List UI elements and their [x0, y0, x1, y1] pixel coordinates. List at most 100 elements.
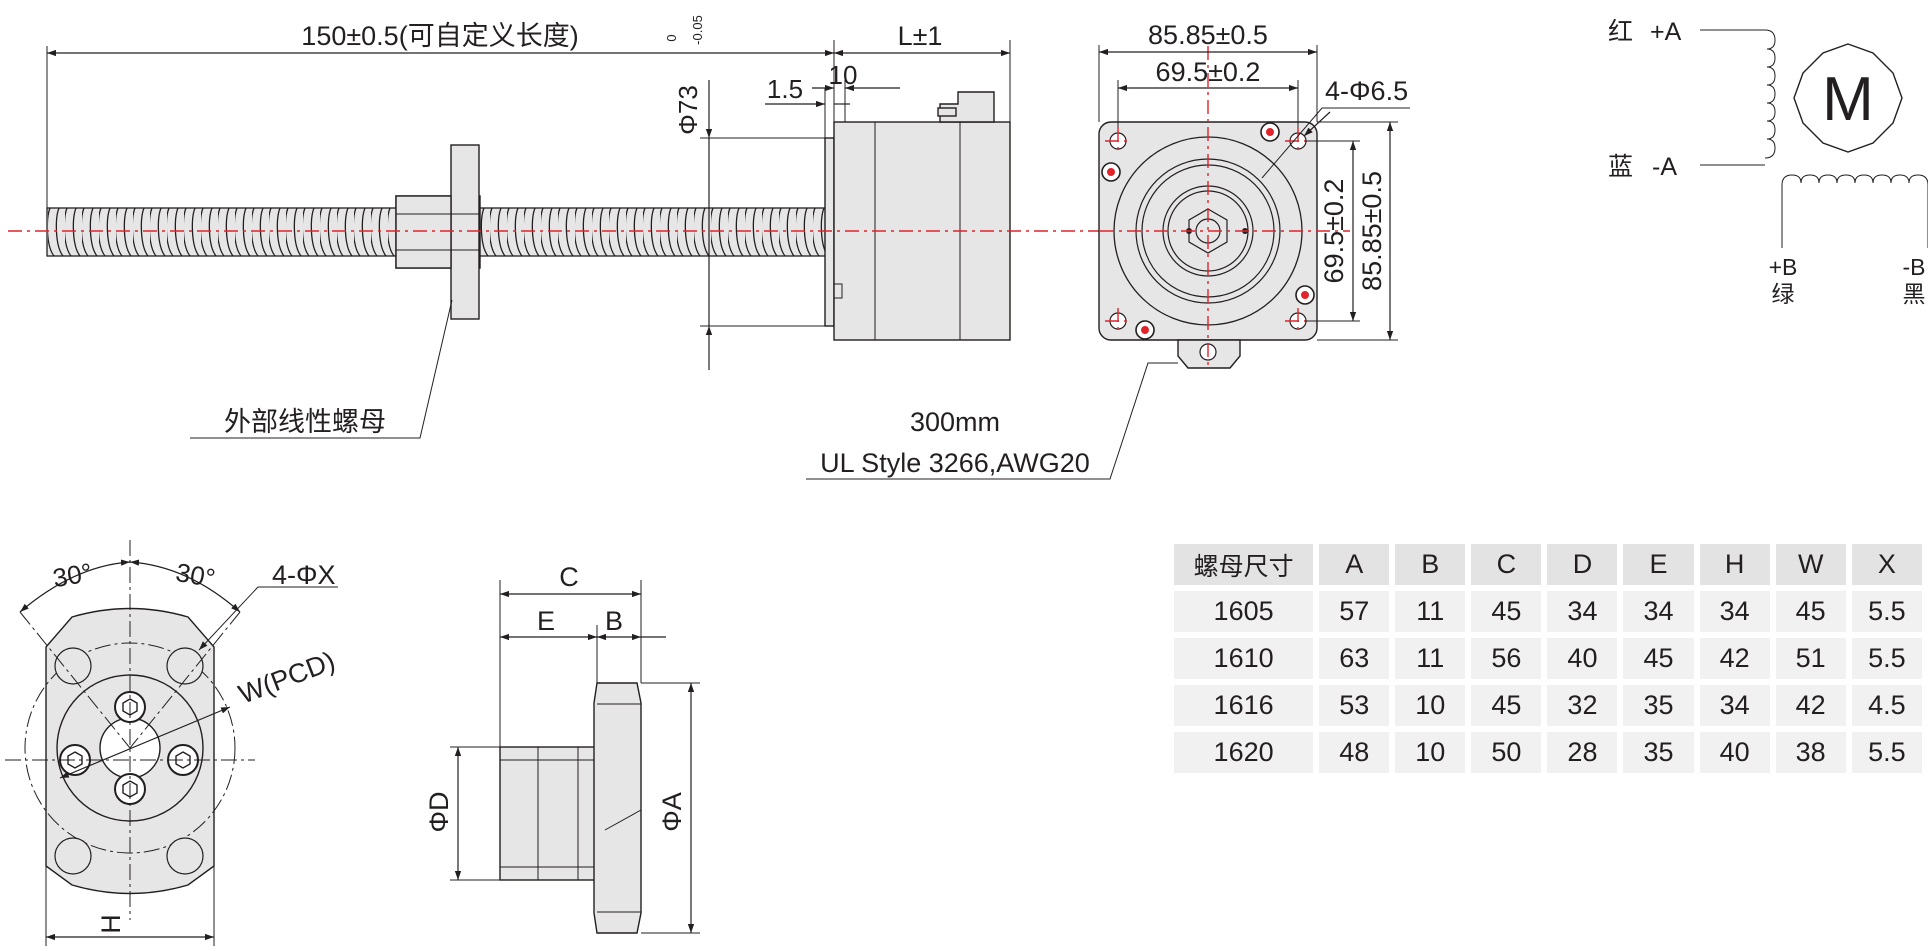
height-inner-text: 69.5±0.2 [1319, 179, 1349, 284]
nut-flange-side [593, 682, 642, 934]
table-cell: 34 [1547, 591, 1618, 632]
table-row: 1605 57 11 45 34 34 34 45 5.5 [1174, 591, 1922, 632]
table-cell: 38 [1775, 732, 1846, 773]
table-cell: 50 [1471, 732, 1542, 773]
nut-side-view: C E B ΦD ΦA [424, 562, 700, 934]
black-wire-label: 黑 [1903, 282, 1926, 308]
external-nut [395, 144, 481, 320]
table-cell: 56 [1471, 638, 1542, 679]
nut-leader [190, 299, 453, 439]
table-header-row: 螺母尺寸 A B C D E H W X [1174, 544, 1922, 585]
holes-text: 4-Φ6.5 [1325, 76, 1408, 106]
table-header-cell: H [1699, 544, 1770, 585]
table-header-cell: B [1395, 544, 1466, 585]
dim-1-5: 1.5 [767, 74, 803, 104]
table-cell: 5.5 [1851, 638, 1922, 679]
table-cell: 11 [1395, 638, 1466, 679]
width-outer-text: 85.85±0.5 [1148, 20, 1268, 50]
coil-b [1781, 174, 1928, 248]
table-header-cell: W [1775, 544, 1846, 585]
table-cell: 5.5 [1851, 732, 1922, 773]
blue-wire-pin: -A [1652, 153, 1677, 181]
nut-dimension-table: 螺母尺寸 A B C D E H W X 1605 57 11 45 34 34… [1168, 538, 1928, 779]
red-wire-pin: +A [1650, 18, 1682, 46]
table-row: 1616 53 10 45 32 35 34 42 4.5 [1174, 685, 1922, 726]
table-cell: 57 [1319, 591, 1390, 632]
dim-phi-d-text: ΦD [424, 791, 454, 832]
motor-length-dim-text: L±1 [898, 21, 943, 51]
table-row: 1620 48 10 50 28 35 40 38 5.5 [1174, 732, 1922, 773]
table-cell: 63 [1319, 638, 1390, 679]
table-header-cell: 螺母尺寸 [1174, 544, 1314, 585]
motor-boss [824, 137, 835, 327]
dim-c-text: C [559, 562, 579, 592]
nut-barrel [499, 746, 598, 881]
table-cell: 1620 [1174, 732, 1314, 773]
wiring-diagram: 红 +A 蓝 -A M +B 绿 -B 黑 [1608, 17, 1928, 308]
table-cell: 34 [1699, 591, 1770, 632]
front-view: 85.85±0.5 69.5±0.2 4-Φ6.5 69.5±0.2 85.85… [806, 20, 1410, 480]
height-h-text: H [96, 914, 126, 934]
green-wire-pin: +B [1769, 254, 1798, 280]
cable-spec-text: UL Style 3266,AWG20 [820, 448, 1090, 478]
table-cell: 4.5 [1851, 685, 1922, 726]
boss-tol-lower: -0.05 [690, 15, 705, 45]
nut-label: 外部线性螺母 [224, 407, 386, 438]
coil-a [1764, 29, 1776, 159]
dim-phi-a-text: ΦA [657, 792, 687, 832]
table-cell: 1610 [1174, 638, 1314, 679]
height-outer-text: 85.85±0.5 [1357, 171, 1387, 291]
dim-b-text: B [605, 606, 623, 636]
boss-tol-upper: 0 [664, 34, 679, 41]
blue-wire-label: 蓝 [1608, 152, 1633, 181]
dim-e-text: E [537, 606, 555, 636]
table-cell: 51 [1775, 638, 1846, 679]
cable-length-text: 300mm [910, 407, 1000, 437]
table-cell: 34 [1623, 591, 1694, 632]
table-header-cell: X [1851, 544, 1922, 585]
motor-body [833, 91, 1011, 341]
table-cell: 35 [1623, 685, 1694, 726]
table-cell: 28 [1547, 732, 1618, 773]
angle-right-text: 30° [174, 557, 218, 593]
table-header-cell: D [1547, 544, 1618, 585]
table-cell: 1605 [1174, 591, 1314, 632]
table-cell: 45 [1471, 591, 1542, 632]
table-cell: 5.5 [1851, 591, 1922, 632]
motor-symbol-text: M [1822, 65, 1874, 134]
motor-symbol [1793, 43, 1903, 153]
table-cell: 45 [1471, 685, 1542, 726]
nut-holes-text: 4-ΦX [272, 560, 336, 590]
table-cell: 42 [1775, 685, 1846, 726]
table-cell: 40 [1699, 732, 1770, 773]
table-header-cell: A [1319, 544, 1390, 585]
table-header-cell: E [1623, 544, 1694, 585]
table-cell: 45 [1775, 591, 1846, 632]
nut-front-view: 30° 30° 4-ΦX W(PCD) H [5, 540, 339, 946]
table-cell: 35 [1623, 732, 1694, 773]
table-cell: 34 [1699, 685, 1770, 726]
table-header-cell: C [1471, 544, 1542, 585]
table-cell: 1616 [1174, 685, 1314, 726]
table-cell: 42 [1699, 638, 1770, 679]
angle-left-text: 30° [50, 557, 94, 593]
table-cell: 10 [1395, 685, 1466, 726]
holes-leader [1261, 107, 1410, 179]
table-cell: 48 [1319, 732, 1390, 773]
boss-dia-text: Φ73 [673, 85, 703, 135]
green-wire-label: 绿 [1772, 282, 1795, 308]
mounting-holes [1105, 128, 1311, 334]
table-cell: 53 [1319, 685, 1390, 726]
screws [1101, 122, 1315, 340]
length-dim-text: 150±0.5(可自定义长度) [301, 21, 578, 51]
red-wire-label: 红 [1608, 17, 1633, 46]
table-row: 1610 63 11 56 40 45 42 51 5.5 [1174, 638, 1922, 679]
table-cell: 40 [1547, 638, 1618, 679]
cable-leader [806, 362, 1178, 480]
width-inner-text: 69.5±0.2 [1156, 57, 1261, 87]
table-cell: 11 [1395, 591, 1466, 632]
pcd-text: W(PCD) [234, 646, 339, 710]
black-wire-pin: -B [1903, 254, 1926, 280]
table-cell: 45 [1623, 638, 1694, 679]
